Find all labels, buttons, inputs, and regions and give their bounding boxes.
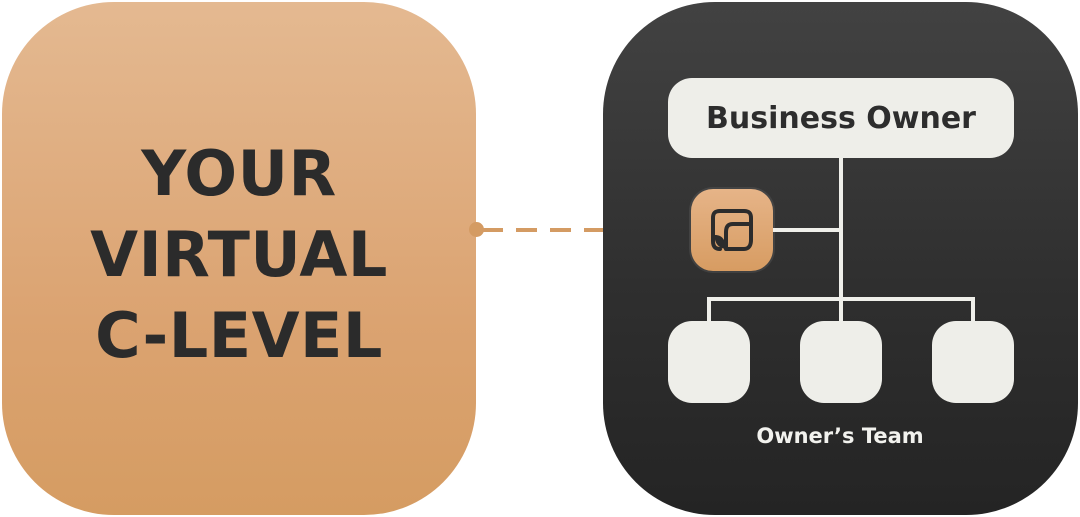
business-owner-label: Business Owner — [706, 100, 976, 136]
dashed-connector — [482, 228, 691, 232]
owners-team-label: Owner’s Team — [756, 424, 924, 448]
team-member-box-right — [932, 321, 1014, 403]
headline-line-1: YOUR — [141, 137, 337, 210]
team-horizontal-line — [707, 297, 975, 301]
team-right-drop-line — [971, 297, 975, 321]
business-owner-node: Business Owner — [668, 78, 1014, 158]
headline: YOUR VIRTUAL C-LEVEL — [90, 133, 388, 376]
brand-logo-icon — [691, 189, 773, 271]
branch-line — [773, 228, 841, 232]
headline-line-3: C-LEVEL — [95, 299, 383, 372]
team-member-box-left — [668, 321, 750, 403]
virtual-c-level-card: YOUR VIRTUAL C-LEVEL — [2, 2, 476, 515]
team-left-drop-line — [707, 297, 711, 321]
team-member-box-center — [800, 321, 882, 403]
connector-dot — [469, 222, 484, 237]
headline-line-2: VIRTUAL — [90, 218, 388, 291]
main-vertical-line — [839, 158, 843, 321]
